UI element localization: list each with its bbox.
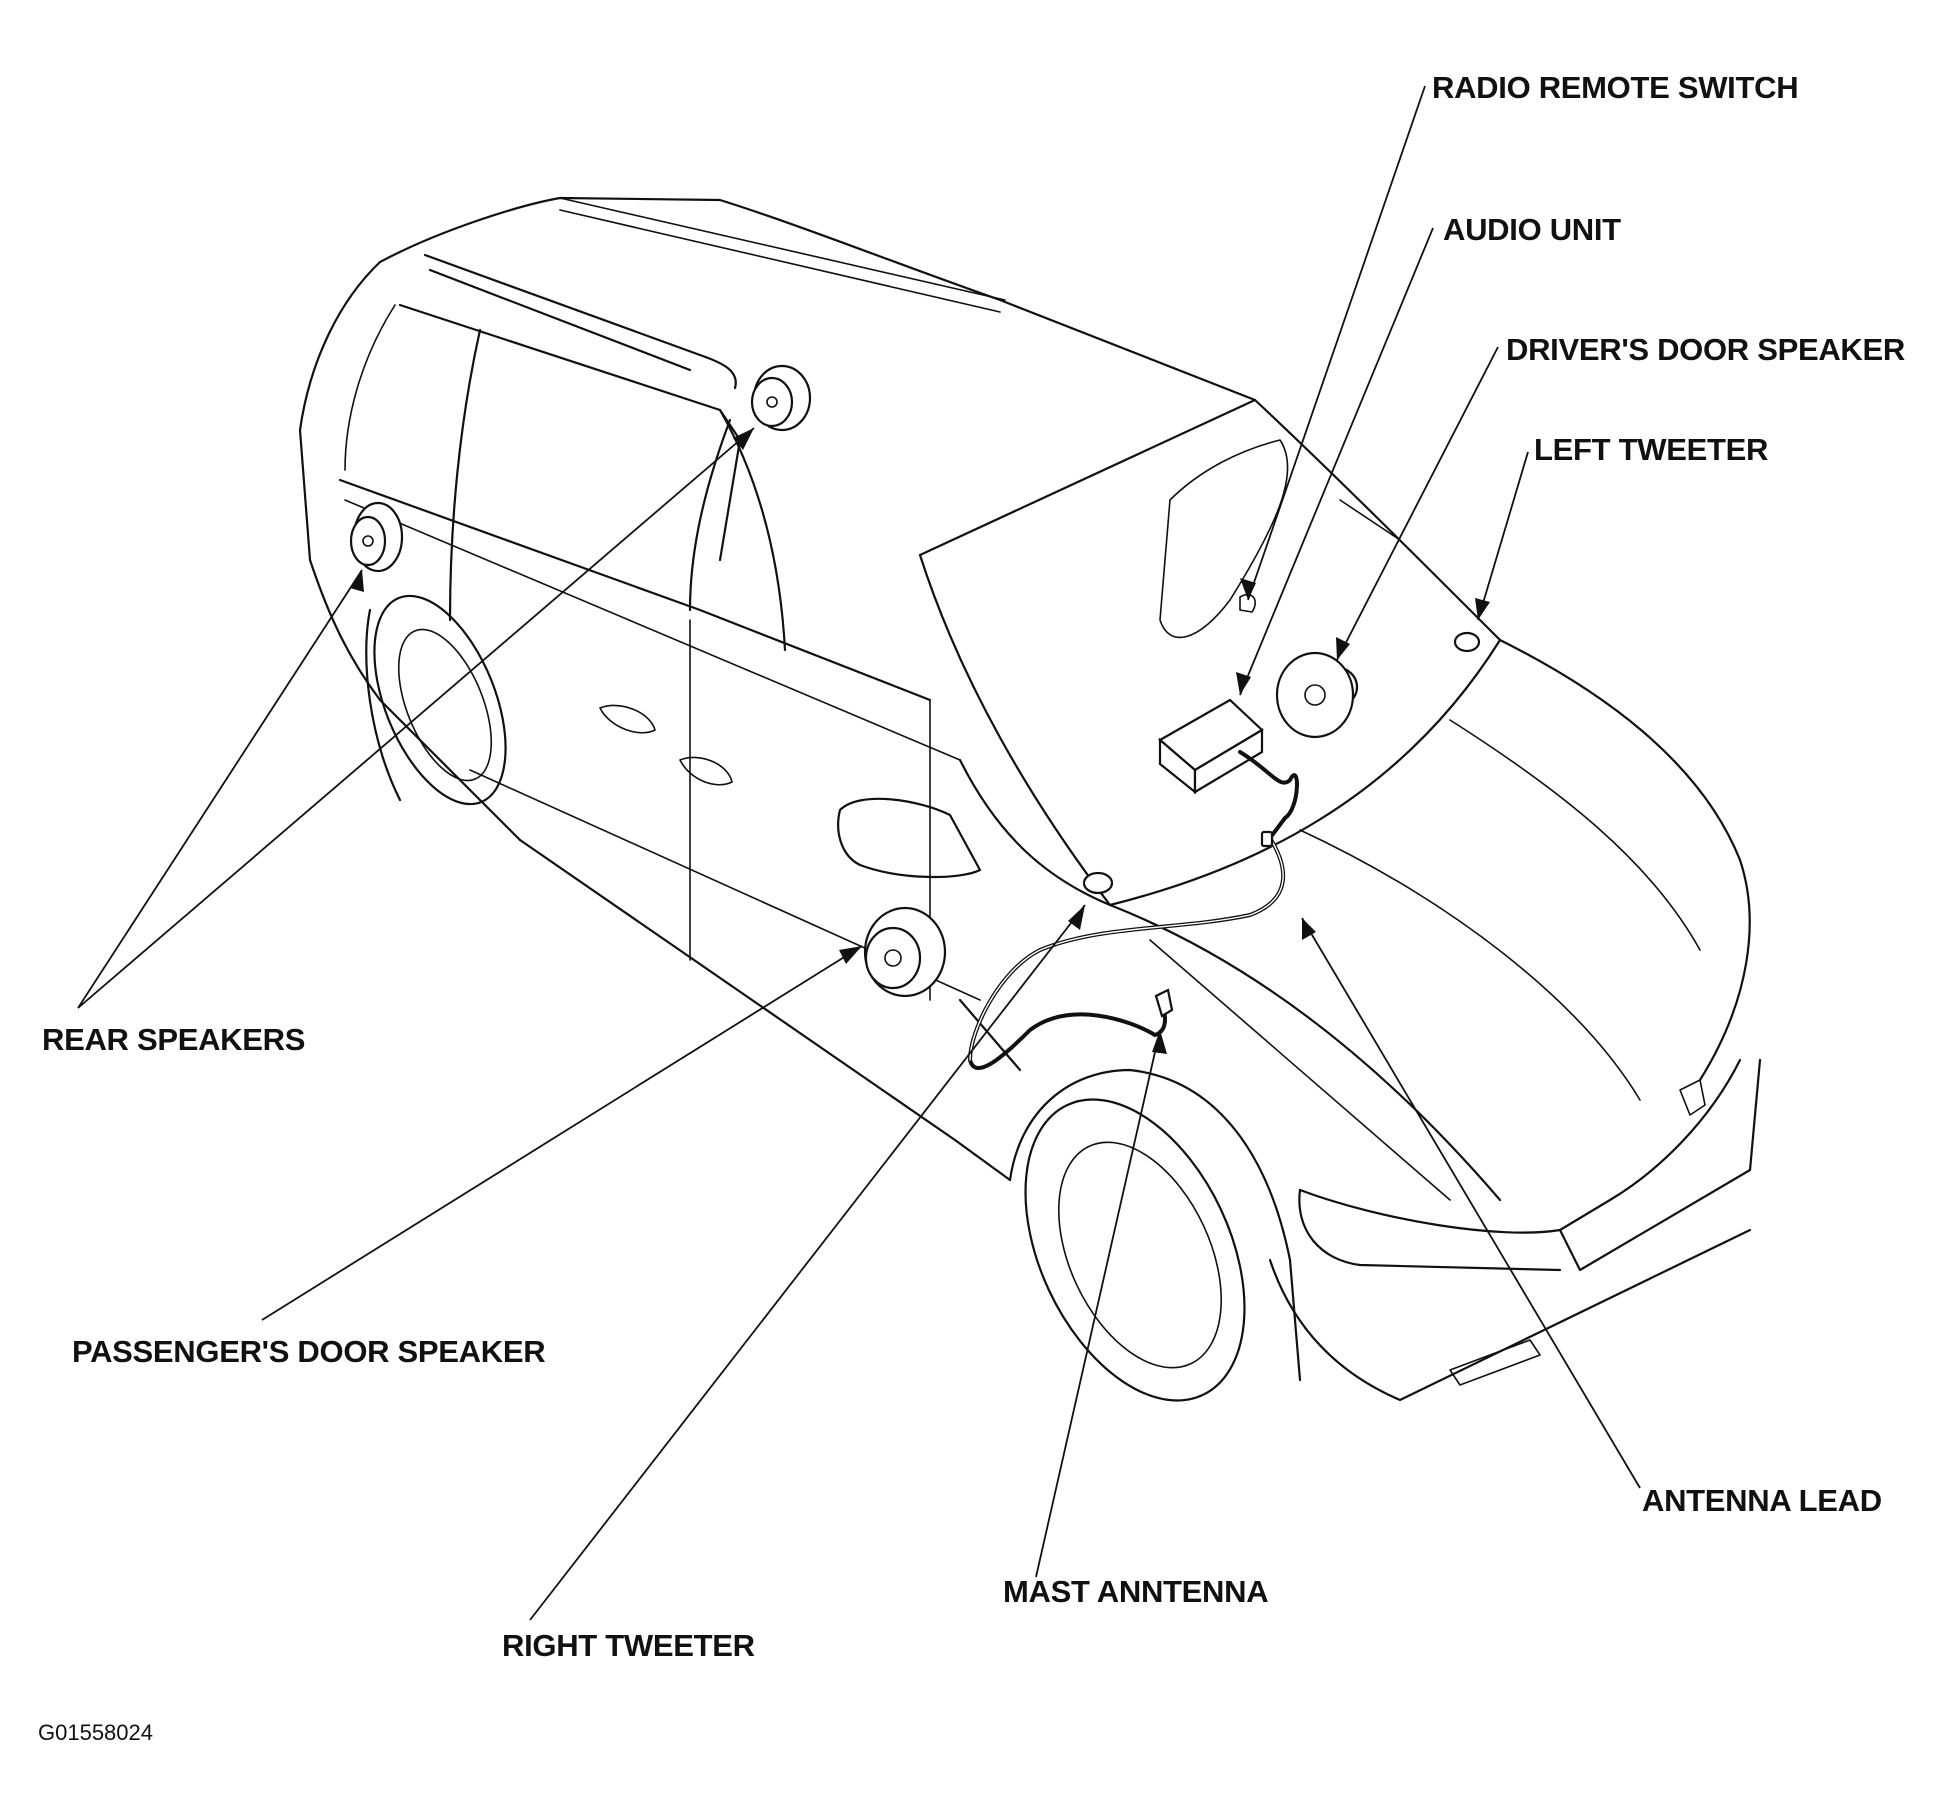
leader-rear-speakers-upper bbox=[77, 427, 755, 1009]
leader-lines bbox=[77, 85, 1641, 1621]
leader-antenna-lead bbox=[1301, 917, 1641, 1489]
label-right-tweeter: RIGHT TWEETER bbox=[502, 1628, 755, 1663]
rear-speaker-lower bbox=[349, 501, 404, 573]
label-mast-antenna: MAST ANNTENNA bbox=[1003, 1574, 1269, 1609]
label-radio-remote-switch: RADIO REMOTE SWITCH bbox=[1432, 70, 1799, 105]
label-left-tweeter: LEFT TWEETER bbox=[1534, 432, 1769, 467]
drivers-door-speaker bbox=[1275, 651, 1359, 739]
label-audio-unit: AUDIO UNIT bbox=[1443, 212, 1621, 247]
radio-remote-switch bbox=[1239, 593, 1256, 613]
arrowheads bbox=[350, 428, 1490, 1054]
leader-left-tweeter bbox=[1477, 451, 1529, 621]
leader-rear-speakers-lower bbox=[77, 569, 363, 1009]
right-tweeter bbox=[1082, 871, 1114, 895]
leader-right-tweeter bbox=[529, 904, 1086, 1621]
label-drivers-door-speaker: DRIVER'S DOOR SPEAKER bbox=[1506, 332, 1905, 367]
figure-code: G01558024 bbox=[38, 1720, 153, 1745]
van-outline bbox=[298, 196, 1762, 1402]
leader-audio-unit bbox=[1239, 227, 1434, 696]
antenna-lead-wire bbox=[967, 750, 1299, 1070]
audio-unit bbox=[1158, 698, 1264, 795]
mast-antenna bbox=[1154, 988, 1174, 1018]
left-tweeter bbox=[1453, 631, 1481, 653]
label-rear-speakers: REAR SPEAKERS bbox=[42, 1022, 306, 1057]
label-passengers-door-speaker: PASSENGER'S DOOR SPEAKER bbox=[72, 1334, 546, 1369]
leader-passengers-door-speaker bbox=[261, 945, 863, 1321]
leader-mast-antenna bbox=[1035, 1029, 1161, 1578]
passengers-door-speaker bbox=[863, 906, 947, 998]
leader-drivers-door-speaker bbox=[1336, 346, 1499, 661]
leader-radio-remote-switch bbox=[1247, 85, 1426, 601]
label-antenna-lead: ANTENNA LEAD bbox=[1642, 1483, 1882, 1518]
rear-speaker-upper bbox=[750, 364, 812, 432]
